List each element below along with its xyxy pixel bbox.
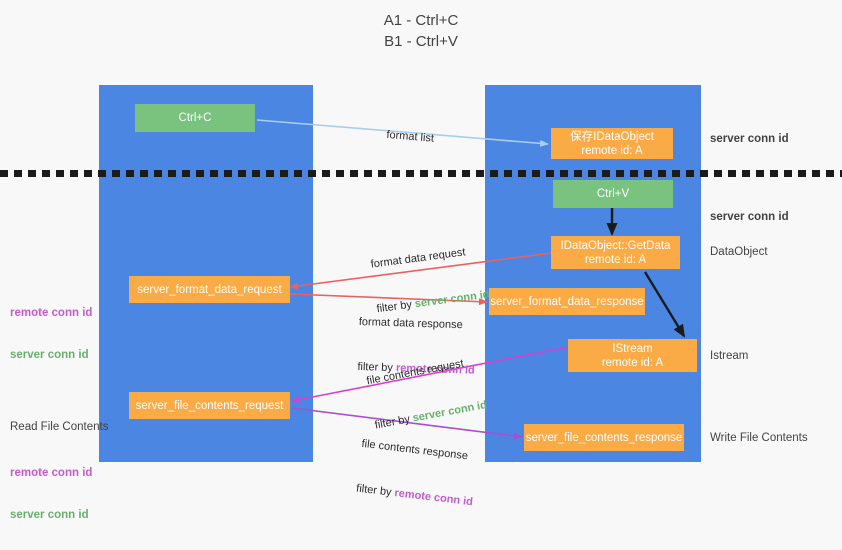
page-title: A1 - Ctrl+C B1 - Ctrl+V	[383, 12, 459, 50]
edge-label-file-contents-response: file contents response filter by remote …	[352, 407, 483, 540]
arrow-format-list	[256, 119, 549, 147]
box-save-idataobject-line1: 保存IDataObject	[570, 130, 654, 143]
arrow-format-data-response	[289, 293, 488, 306]
annotation-left-server-conn-id-1: server conn id	[10, 349, 89, 361]
annotation-read-file-contents-title: Read File Contents	[10, 421, 109, 433]
box-server-format-data-request[interactable]: server_format_data_request	[129, 276, 290, 303]
box-server-file-contents-response[interactable]: server_file_contents_response	[524, 424, 684, 451]
box-server-format-data-response[interactable]: server_format_data_response	[489, 288, 645, 315]
arrow-file-contents-request	[291, 346, 569, 403]
annotation-istream: Istream	[710, 350, 749, 362]
annotation-dataobject: DataObject	[710, 246, 768, 258]
box-istream[interactable]: IStream remote id: A	[568, 339, 697, 372]
phase-divider	[0, 170, 842, 177]
box-ctrl-c[interactable]: Ctrl+C	[135, 104, 255, 132]
edge-label-file-contents-response-filter: filter by remote conn id	[355, 481, 474, 510]
box-server-format-data-request-label: server_format_data_request	[137, 283, 282, 296]
box-istream-line1: IStream	[612, 342, 653, 355]
box-save-idataobject[interactable]: 保存IDataObject remote id: A	[551, 128, 673, 159]
box-idataobject-getdata-line2: remote id: A	[584, 253, 647, 266]
arrow-layer	[256, 119, 686, 440]
box-server-file-contents-request[interactable]: server_file_contents_request	[129, 392, 290, 419]
annotation-left-conn-ids-1: remote conn id server conn id	[10, 278, 92, 390]
annotation-left-read-file-contents: Read File Contents remote conn id server…	[10, 392, 108, 550]
edge-label-file-contents-request-text: file contents request	[365, 357, 465, 388]
arrow-file-contents-response	[291, 407, 523, 440]
box-istream-line2: remote id: A	[601, 356, 664, 369]
box-server-file-contents-request-label: server_file_contents_request	[135, 399, 284, 412]
annotation-left-remote-conn-id-2: remote conn id	[10, 467, 93, 479]
arrow-getdata-to-istream	[643, 271, 686, 338]
box-ctrl-v[interactable]: Ctrl+V	[553, 180, 673, 208]
annotation-server-conn-id-1: server conn id	[710, 133, 789, 145]
edge-label-format-list: format list	[372, 112, 435, 162]
box-server-file-contents-response-label: server_file_contents_response	[525, 431, 683, 444]
arrow-format-data-request	[289, 252, 553, 290]
annotation-write-file-contents: Write File Contents	[710, 432, 808, 444]
edge-label-format-list-text: format list	[385, 128, 435, 145]
box-save-idataobject-line2: remote id: A	[581, 144, 643, 157]
box-ctrl-c-label: Ctrl+C	[178, 112, 212, 124]
edge-label-format-data-request-text: format data request	[370, 246, 467, 271]
box-server-format-data-response-label: server_format_data_response	[490, 295, 644, 308]
annotation-left-remote-conn-id-1: remote conn id	[10, 307, 93, 319]
box-idataobject-getdata-line1: IDataObject::GetData	[560, 239, 671, 252]
annotation-server-conn-id-2: server conn id	[710, 211, 789, 223]
box-ctrl-v-label: Ctrl+V	[596, 188, 630, 200]
annotation-left-server-conn-id-2: server conn id	[10, 509, 89, 521]
edge-label-file-contents-response-text: file contents response	[360, 437, 469, 463]
box-idataobject-getdata[interactable]: IDataObject::GetData remote id: A	[551, 236, 680, 269]
diagram-canvas: A1 - Ctrl+C B1 - Ctrl+V A1 remote B1 con…	[0, 12, 842, 521]
filter-term-remote-conn-id-2: remote conn id	[393, 487, 474, 509]
